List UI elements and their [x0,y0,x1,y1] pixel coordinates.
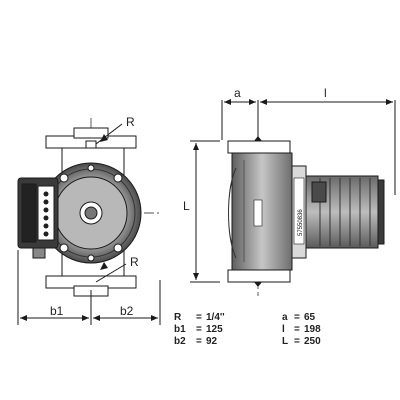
legend-L-key: L [282,336,288,347]
legend-b2-value: 92 [206,336,218,347]
motor-end-cap [377,179,385,245]
nameplate [293,177,305,245]
r-bottom-leader [95,263,127,283]
legend-b1-value: 125 [206,324,223,335]
r-bottom-label: R [130,255,139,269]
legend-r-key: R [174,312,182,323]
svg-text:=: = [196,312,202,323]
svg-text:=: = [294,324,300,335]
a-label: a [234,86,241,100]
b1-label: b1 [50,304,64,318]
L-label: L [183,199,190,213]
legend-L-value: 250 [304,336,321,347]
nameplate-serial: 57550836 [298,209,304,236]
legend-b2-key: b2 [174,336,186,347]
l-label: l [324,86,327,100]
legend-l-value: 198 [304,324,321,335]
front-view [17,118,161,325]
side-top-flange [227,140,291,154]
legend-r-value: 1/4'' [206,312,225,323]
r-top-label: R [126,115,135,129]
legend-b1-key: b1 [174,324,186,335]
legend-right: a = 65 l = 198 L = 250 [282,312,321,347]
side-bottom-flange [227,269,291,283]
side-view [190,99,396,296]
legend-l-key: l [282,324,285,335]
legend-a-value: 65 [304,312,316,323]
legend-a-key: a [282,312,288,323]
svg-text:=: = [196,324,202,335]
top-port [73,127,109,139]
svg-text:=: = [294,336,300,347]
r-top-leader [95,123,123,145]
legend-left: R = 1/4'' b1 = 125 b2 = 92 [174,312,225,347]
svg-text:=: = [294,312,300,323]
cable-gland [32,247,46,259]
svg-text:=: = [196,336,202,347]
b2-label: b2 [120,304,134,318]
